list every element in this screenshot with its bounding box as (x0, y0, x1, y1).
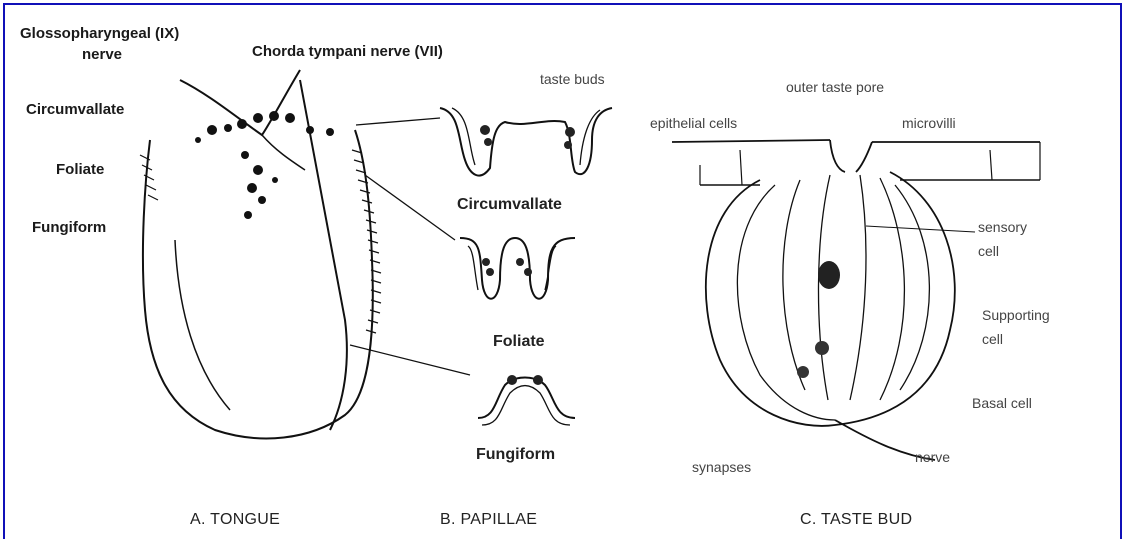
pointer-circumvallate (356, 118, 440, 125)
nerve-label: nerve (915, 450, 950, 465)
foliate-label: Foliate (56, 162, 104, 179)
tongue-caption: A. TONGUE (190, 511, 280, 529)
sensory-cell-label-line1: sensory (978, 220, 1027, 235)
taste-bud-caption: C. TASTE BUD (800, 511, 912, 529)
chorda-nerve-branch (262, 135, 305, 170)
foliate-papilla (460, 238, 575, 299)
epithelium-top (672, 140, 1040, 142)
microvilli-label: microvilli (902, 116, 956, 131)
sensory-cell-label-line2: cell (978, 244, 999, 259)
epithelial-cells-label: epithelial cells (650, 116, 737, 131)
papillae-caption: B. PAPILLAE (440, 511, 537, 529)
fungiform-label: Fungiform (32, 220, 106, 237)
circumvallate-label: Circumvallate (26, 102, 124, 119)
glosso-label-line1: Glossopharyngeal (IX) (20, 26, 179, 43)
circumvallate-papilla-label: Circumvallate (457, 196, 562, 214)
tongue-inner-left (175, 240, 230, 410)
fungiform-papilla (478, 378, 575, 419)
glosso-label-line2: nerve (82, 47, 122, 64)
papillae-dots (195, 111, 334, 219)
foliate-papilla-label: Foliate (493, 333, 545, 351)
circumvallate-papilla (440, 108, 612, 176)
taste-pore (830, 140, 872, 172)
bud-outline (706, 172, 955, 426)
foliate-ridges (140, 155, 158, 200)
supporting-cell-label-line1: Supporting (982, 308, 1050, 323)
basal-cell-label: Basal cell (972, 396, 1032, 411)
pointer-foliate (365, 175, 455, 240)
outer-taste-pore-label: outer taste pore (786, 80, 884, 95)
taste-buds-label: taste buds (540, 72, 605, 87)
chorda-label: Chorda tympani nerve (VII) (252, 44, 443, 61)
right-ridges (352, 150, 381, 333)
fungiform-papilla-label: Fungiform (476, 446, 555, 464)
supporting-cell-label-line2: cell (982, 332, 1003, 347)
synapses-label: synapses (692, 460, 751, 475)
